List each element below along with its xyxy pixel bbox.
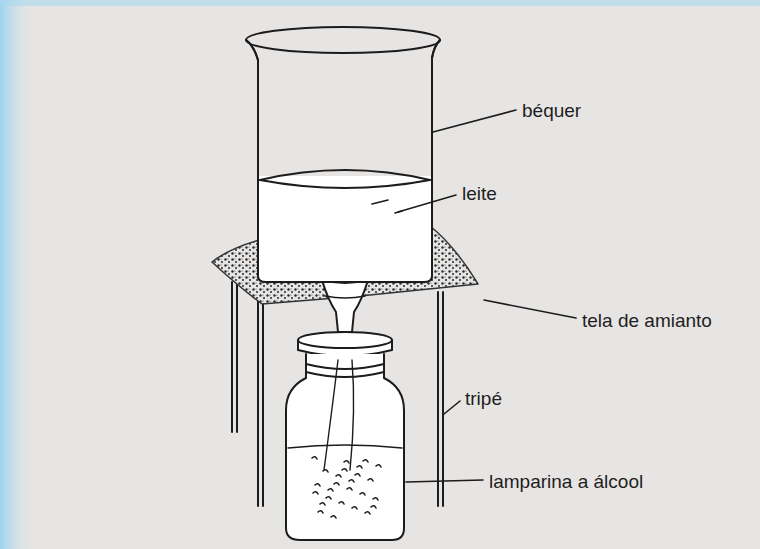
- alcohol-mark: [376, 465, 381, 467]
- alcohol-mark: [365, 512, 370, 514]
- alcohol-mark: [334, 483, 339, 485]
- alcohol-mark: [331, 516, 336, 518]
- alcohol-mark: [320, 503, 325, 505]
- tripod-leg: [262, 300, 264, 506]
- part-label: béquer: [522, 101, 581, 120]
- part-label: leite: [462, 184, 497, 203]
- alcohol-mark: [347, 488, 352, 490]
- alcohol-mark: [355, 474, 360, 476]
- lamp-wick: [350, 360, 354, 470]
- leader-line: [444, 401, 460, 414]
- beaker: [258, 40, 440, 282]
- alcohol-mark: [368, 479, 373, 481]
- tripod-leg: [437, 292, 439, 506]
- photo-edge: [0, 0, 36, 549]
- beaker: [246, 40, 258, 276]
- leader-line: [406, 480, 483, 482]
- alcohol-mark: [312, 457, 317, 459]
- leader-line: [398, 195, 456, 212]
- alcohol-mark: [339, 502, 344, 504]
- alcohol-mark: [349, 480, 354, 482]
- milk-surface: [260, 170, 430, 180]
- photo-edge: [0, 0, 760, 6]
- lamp-neck-ring: [306, 364, 384, 369]
- alcohol-mark: [313, 492, 318, 494]
- leader-line: [484, 300, 576, 318]
- tripod-leg: [442, 292, 444, 506]
- lamp-alcohol: [288, 445, 402, 448]
- leader-line: [433, 110, 516, 132]
- alcohol-mark: [373, 498, 378, 500]
- alcohol-mark: [371, 506, 376, 508]
- alcohol-mark: [323, 470, 328, 472]
- alcohol-mark: [318, 511, 323, 513]
- milk: [259, 176, 431, 281]
- alcohol-mark: [357, 466, 362, 468]
- alcohol-mark: [326, 497, 331, 499]
- lamp-flame: [325, 296, 365, 298]
- part-label: tripé: [465, 389, 502, 408]
- beaker: [246, 40, 440, 276]
- alcohol-mark: [315, 484, 320, 486]
- tripod-leg: [231, 282, 233, 432]
- part-label: tela de amianto: [582, 311, 712, 330]
- lamp-alcohol: [312, 457, 381, 518]
- lamp-flame: [322, 280, 368, 332]
- milk-surface: [260, 180, 430, 188]
- lamp-wick: [324, 360, 338, 470]
- alcohol-mark: [360, 493, 365, 495]
- alcohol-mark: [344, 461, 349, 463]
- beaker-rim: [246, 27, 440, 53]
- alcohol-mark: [328, 489, 333, 491]
- milk-mark: [372, 200, 402, 213]
- beaker: [258, 276, 432, 282]
- alcohol-mark: [342, 469, 347, 471]
- lamp-bottle: [286, 354, 404, 540]
- part-label: lamparina a álcool: [489, 472, 643, 491]
- alcohol-mark: [352, 507, 357, 509]
- alcohol-mark: [363, 460, 368, 462]
- lamp-cap: [298, 332, 392, 348]
- lamp-neck-ring: [306, 372, 384, 377]
- tripod-leg: [236, 282, 238, 432]
- alcohol-mark: [336, 475, 341, 477]
- tripod-leg: [257, 300, 259, 506]
